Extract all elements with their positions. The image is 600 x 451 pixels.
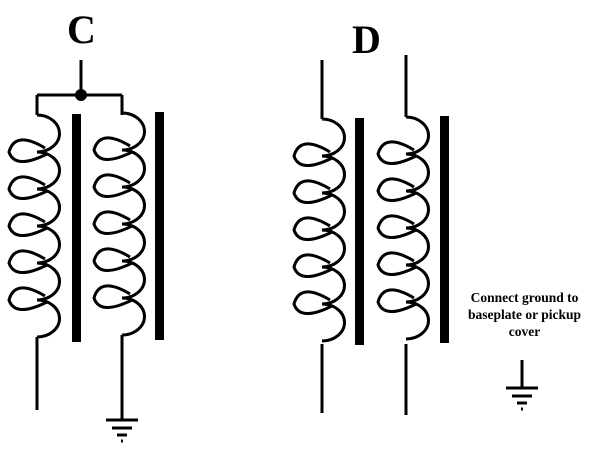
coil-loop (292, 216, 333, 241)
coil-loop (292, 290, 333, 315)
coil-loop (292, 253, 333, 278)
ground-note: Connect ground to baseplate or pickup co… (467, 290, 582, 339)
coil-loop (7, 249, 48, 274)
coil-loop (92, 173, 133, 198)
c-ground-icon (106, 392, 138, 443)
coil-loop (7, 286, 48, 311)
d-ground-icon (506, 360, 538, 411)
coil-loop (7, 175, 48, 200)
coil-arcs (36, 113, 61, 339)
c-right-coil (92, 111, 146, 337)
c-right-core (155, 112, 164, 340)
label-d: D (352, 17, 381, 62)
coil-loop (7, 212, 48, 237)
coil-arcs (121, 111, 146, 337)
c-junction-dot (75, 89, 87, 101)
coil-loop (92, 210, 133, 235)
coil-loop (292, 142, 333, 167)
coil-arcs (321, 117, 346, 343)
coil-loop (7, 138, 48, 163)
coil-loop (292, 179, 333, 204)
label-c: C (67, 7, 96, 52)
coil-loop (92, 284, 133, 309)
d-right-core (440, 116, 449, 343)
coil-loop (376, 140, 417, 165)
d-right-coil (376, 115, 430, 341)
d-left-coil (292, 117, 346, 343)
c-left-core (72, 114, 81, 342)
c-left-coil (7, 113, 61, 339)
coil-loop (376, 214, 417, 239)
coil-loop (376, 177, 417, 202)
coil-loop (376, 251, 417, 276)
coil-loop (376, 288, 417, 313)
coil-loop (92, 247, 133, 272)
coil-arcs (405, 115, 430, 341)
d-left-core (355, 118, 364, 345)
coil-loop (92, 136, 133, 161)
